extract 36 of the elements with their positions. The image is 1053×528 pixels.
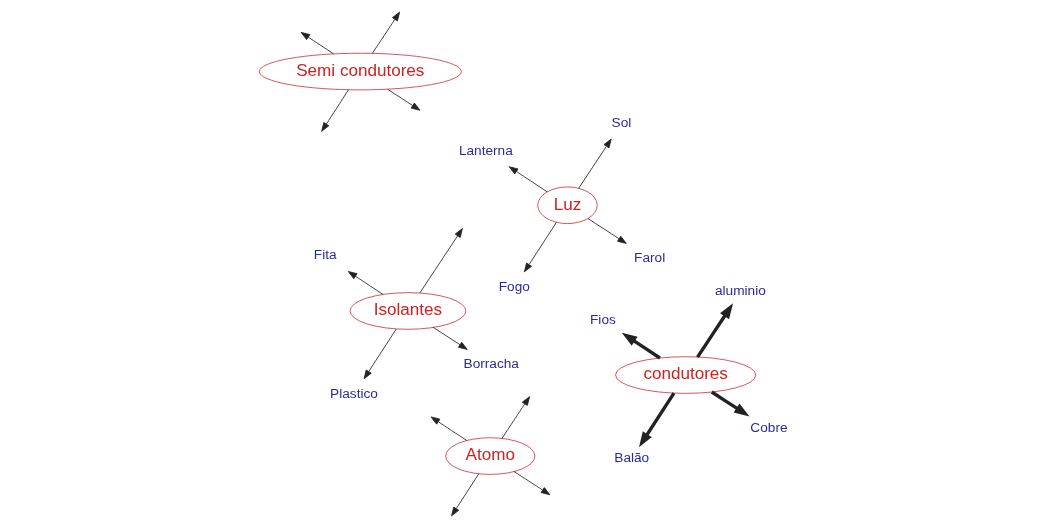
node-ellipse: Semi condutores [258, 52, 462, 91]
node-text: Fita [313, 247, 337, 263]
node-text: Balão [613, 449, 649, 465]
node-text: Farol [633, 249, 665, 265]
arrow [418, 228, 463, 294]
arrow [450, 473, 479, 517]
arrow [430, 416, 467, 441]
arrow [347, 271, 384, 295]
arrow [508, 166, 548, 193]
arrow [371, 11, 400, 54]
arrow [587, 218, 627, 244]
arrow [300, 31, 334, 55]
node-ellipse: Atomo [444, 437, 535, 475]
arrow [513, 471, 550, 496]
node-text: aluminio [714, 283, 766, 299]
arrow [710, 390, 749, 417]
node-text: Fogo [498, 278, 530, 294]
arrow [500, 396, 530, 439]
node-text: Sol [611, 114, 631, 130]
node-text: Plastico [329, 385, 378, 401]
node-text: Cobre [749, 420, 788, 436]
arrow [363, 328, 397, 380]
arrow [577, 138, 612, 189]
node-ellipse: Isolantes [349, 292, 466, 330]
node-ellipse: Luz [536, 186, 598, 224]
node-text: Fios [589, 311, 616, 327]
arrow [320, 89, 349, 132]
arrow [695, 303, 733, 358]
arrow [386, 88, 420, 111]
arrow [621, 332, 661, 360]
node-text: Borracha [463, 356, 519, 372]
arrow [638, 392, 675, 448]
arrow [432, 326, 468, 350]
arrow [523, 221, 557, 273]
node-ellipse: condutores [614, 356, 756, 394]
node-text: Lanterna [458, 142, 513, 158]
